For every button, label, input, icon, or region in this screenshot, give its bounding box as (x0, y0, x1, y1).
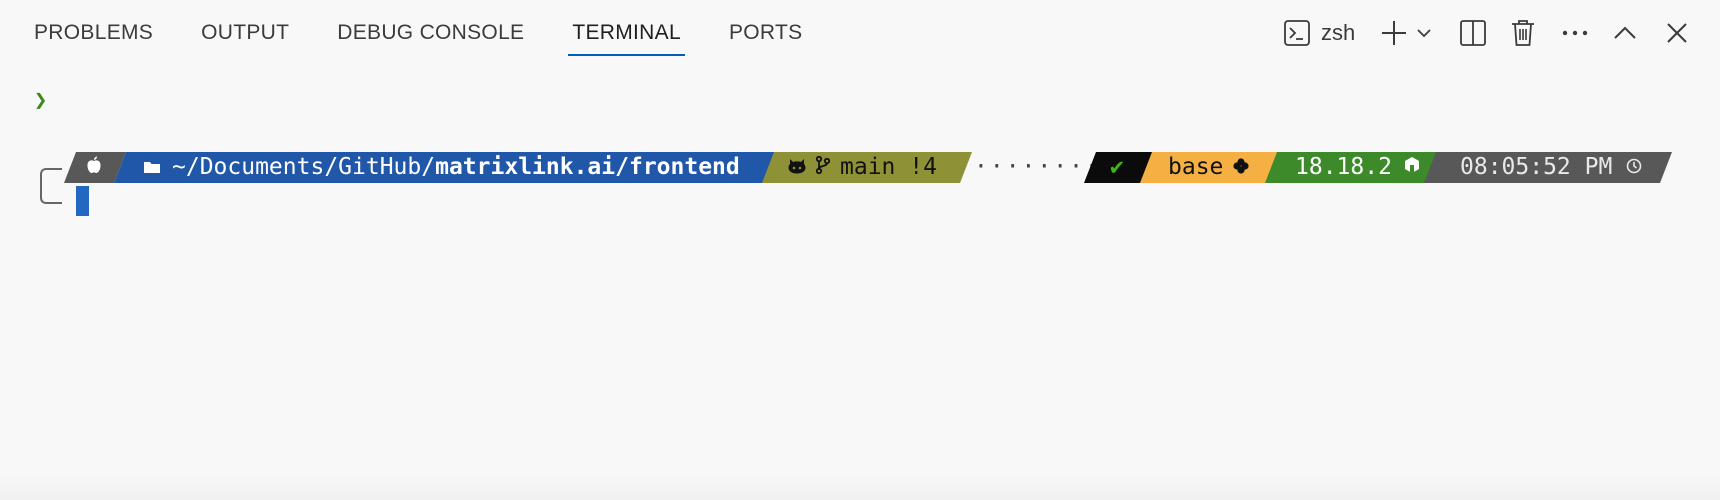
maximize-panel-button[interactable] (1610, 16, 1640, 50)
node-version: 18.18.2 (1295, 154, 1392, 180)
new-terminal-button[interactable] (1378, 16, 1410, 50)
tab-ports[interactable]: PORTS (728, 21, 803, 44)
ellipsis-icon (1561, 29, 1589, 37)
shell-selector[interactable]: zsh (1283, 16, 1363, 50)
terminal-profiles-dropdown[interactable] (1414, 16, 1434, 50)
folder-icon (144, 152, 160, 183)
split-terminal-button[interactable] (1458, 16, 1488, 50)
path-current-dir: matrixlink.ai/frontend (435, 154, 740, 180)
os-segment (64, 152, 126, 183)
clock-icon (1626, 152, 1642, 183)
close-icon (1666, 22, 1688, 44)
prompt-time: 08:05:52 PM (1460, 154, 1613, 180)
kill-terminal-button[interactable] (1508, 16, 1538, 50)
tab-problems[interactable]: PROBLEMS (34, 21, 154, 44)
tab-output[interactable]: OUTPUT (201, 21, 290, 44)
prompt-bracket (40, 168, 62, 204)
plus-icon (1380, 19, 1408, 47)
terminal-icon (1283, 19, 1311, 47)
split-editor-icon (1459, 19, 1487, 47)
status-segment: ✔ (1084, 152, 1154, 183)
node-icon (1404, 152, 1420, 183)
terminal-cursor (76, 186, 89, 216)
path-segment: ~/Documents/GitHub/matrixlink.ai/fronten… (114, 152, 784, 183)
path-prefix: ~/Documents/GitHub/ (172, 154, 436, 180)
prompt-char: ❯ (34, 88, 48, 113)
panel-bottom-edge (0, 474, 1720, 500)
git-segment: main !4 (762, 152, 972, 183)
close-panel-button[interactable] (1662, 16, 1692, 50)
python-icon (1233, 152, 1249, 183)
panel-tab-bar: PROBLEMS OUTPUT DEBUG CONSOLE TERMINAL P… (0, 0, 1720, 66)
check-icon: ✔ (1110, 154, 1124, 180)
panel-tabs: PROBLEMS OUTPUT DEBUG CONSOLE TERMINAL P… (34, 0, 850, 66)
chevron-down-icon (1416, 25, 1432, 41)
git-branch: main (840, 154, 896, 180)
tab-terminal[interactable]: TERMINAL (568, 0, 685, 66)
conda-env-name: base (1168, 154, 1224, 180)
git-status: !4 (909, 154, 937, 180)
conda-env-segment: base (1140, 152, 1280, 183)
more-actions-button[interactable] (1560, 16, 1590, 50)
chevron-up-icon (1613, 25, 1637, 41)
time-segment: 08:05:52 PM (1424, 152, 1672, 183)
node-version-segment: 18.18.2 (1265, 152, 1439, 183)
shell-label: zsh (1321, 20, 1356, 45)
prompt-filler: ········ (974, 154, 1101, 180)
trash-icon (1510, 19, 1536, 47)
tab-debug-console[interactable]: DEBUG CONSOLE (337, 21, 525, 44)
terminal-area[interactable]: ❯ ~/Documents/GitHub/matrixlink.ai/front… (0, 66, 1720, 500)
github-icon (788, 152, 806, 183)
git-branch-icon (816, 152, 830, 183)
apple-icon (86, 152, 102, 183)
